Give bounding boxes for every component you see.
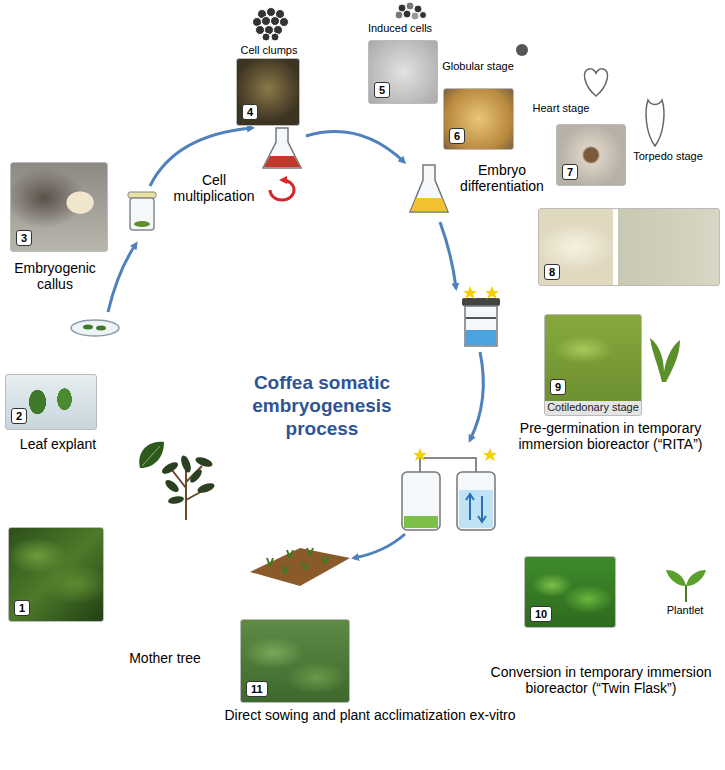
callout-number: 3 — [16, 230, 32, 246]
callout-number: 11 — [246, 681, 268, 697]
photo-panel: 11 — [240, 619, 350, 703]
photo-caption: Cotiledonary stage — [545, 400, 641, 414]
photo-panel: 7 — [556, 124, 626, 186]
stage-label: Globular stage — [440, 60, 516, 73]
callout-number: 7 — [562, 164, 578, 180]
stage-label: Heart stage — [528, 102, 594, 115]
step-label: Embryo differentiation — [452, 162, 552, 194]
callout-number: 4 — [242, 104, 258, 120]
callout-number: 1 — [14, 600, 30, 616]
diagram-title: Coffea somatic embryogenesis process — [248, 372, 396, 440]
stage-label: Plantlet — [655, 604, 715, 617]
step-label: Embryogenic callus — [0, 260, 110, 292]
photo-panel: 1 — [8, 527, 104, 622]
step-label: Mother tree — [115, 650, 215, 666]
step-label: Conversion in temporary immersion biorea… — [482, 664, 720, 696]
photo-panel: 5 — [368, 40, 438, 104]
photo-panel: 2 — [5, 374, 97, 430]
stage-label: Cell clumps — [236, 44, 302, 57]
step-label: Cell multiplication — [166, 172, 262, 204]
photo-panel: 3 — [10, 162, 108, 252]
step-label: Leaf explant — [8, 436, 108, 452]
callout-number: 10 — [530, 606, 552, 622]
callout-number: 2 — [11, 408, 27, 424]
photo-panel: 4 — [236, 58, 300, 126]
callout-number: 9 — [550, 379, 566, 395]
callout-number: 6 — [449, 128, 465, 144]
step-label: Direct sowing and plant acclimatization … — [190, 707, 550, 723]
photo-panel: 9Cotiledonary stage — [544, 314, 642, 416]
step-label: Pre-germination in temporary immersion b… — [503, 420, 718, 452]
stage-label: Induced cells — [360, 22, 440, 35]
photo-panel: 6 — [443, 88, 514, 150]
callout-number: 8 — [544, 264, 560, 280]
stage-label: Torpedo stage — [628, 150, 708, 163]
callout-number: 5 — [374, 82, 390, 98]
photo-panel: 8 — [538, 208, 720, 286]
photo-panel: 10 — [524, 556, 616, 628]
